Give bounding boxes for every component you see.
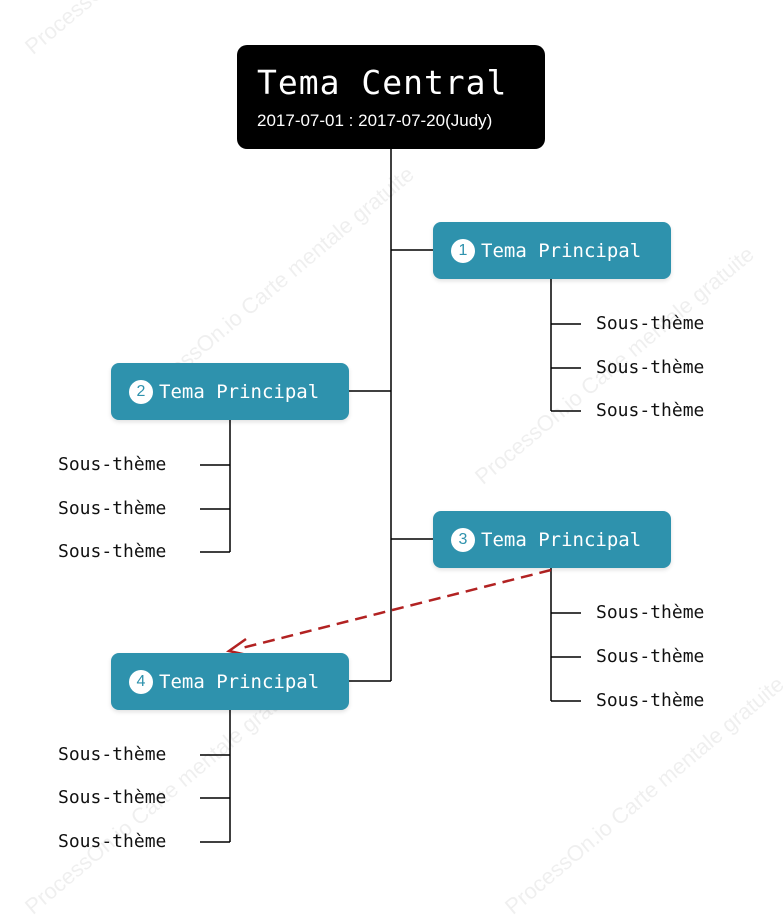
relation-arrow	[237, 568, 552, 651]
central-subtitle: 2017-07-01 : 2017-07-20(Judy)	[257, 111, 493, 130]
subtopic[interactable]: Sous-thème	[596, 400, 705, 421]
main-topic-1[interactable]: 1 Tema Principal	[433, 222, 671, 279]
subtopic[interactable]: Sous-thème	[596, 313, 705, 334]
topic-label: Tema Principal	[481, 528, 642, 551]
main-topic-2[interactable]: 2 Tema Principal	[111, 363, 349, 420]
subtopic[interactable]: Sous-thème	[58, 744, 167, 765]
subtopic[interactable]: Sous-thème	[58, 787, 167, 808]
topic-label: Tema Principal	[159, 380, 320, 403]
topic-label: Tema Principal	[481, 239, 642, 262]
subtopic[interactable]: Sous-thème	[596, 646, 705, 667]
subtopic[interactable]: Sous-thème	[596, 690, 705, 711]
central-topic[interactable]: Tema Central 2017-07-01 : 2017-07-20(Jud…	[237, 45, 545, 149]
main-topic-3[interactable]: 3 Tema Principal	[433, 511, 671, 568]
subtopic[interactable]: Sous-thème	[58, 498, 167, 519]
central-title: Tema Central	[257, 63, 508, 102]
topic-number-badge: 3	[451, 527, 475, 552]
topic-number-badge: 1	[451, 238, 475, 263]
topic-number-badge: 4	[129, 669, 153, 694]
subtopic[interactable]: Sous-thème	[58, 831, 167, 852]
topic-label: Tema Principal	[159, 670, 320, 693]
subtopic[interactable]: Sous-thème	[58, 454, 167, 475]
subtopic[interactable]: Sous-thème	[58, 541, 167, 562]
topic-number-badge: 2	[129, 379, 153, 404]
subtopic[interactable]: Sous-thème	[596, 357, 705, 378]
main-topic-4[interactable]: 4 Tema Principal	[111, 653, 349, 710]
subtopic[interactable]: Sous-thème	[596, 602, 705, 623]
